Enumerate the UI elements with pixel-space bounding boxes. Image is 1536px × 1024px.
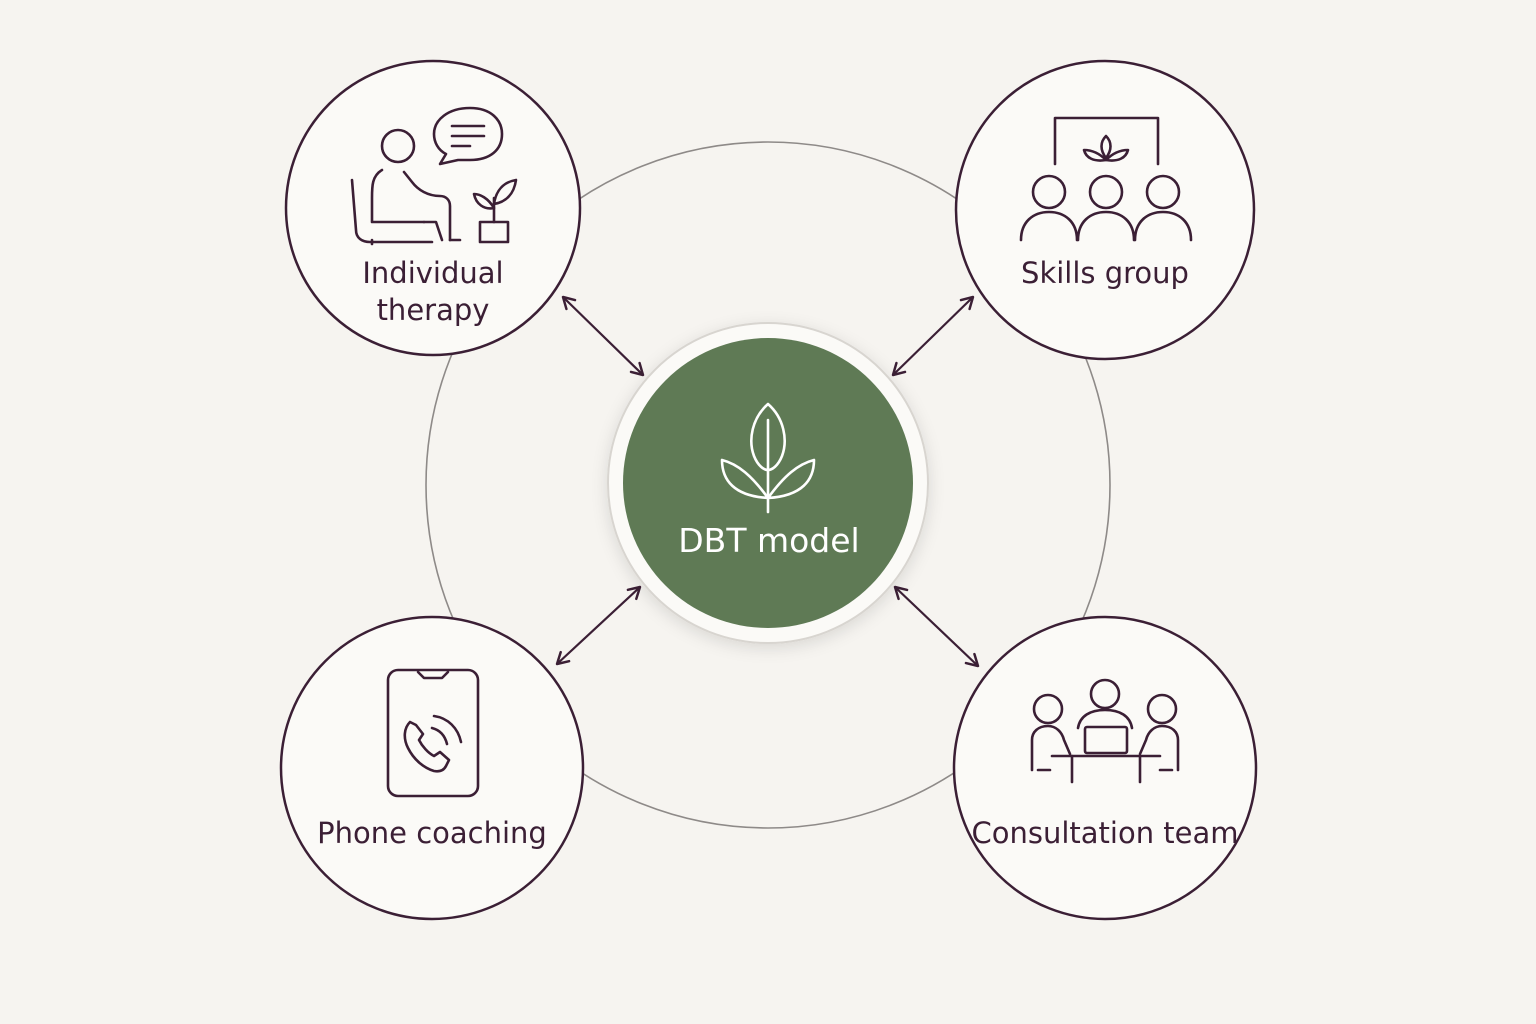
label-individual-therapy: Individual therapy (362, 256, 504, 327)
label-consultation-team: Consultation team (971, 816, 1239, 850)
arrow-individual-center (561, 295, 645, 377)
node-individual-therapy (284, 59, 582, 357)
arrow-consultation-center (893, 585, 980, 668)
arrow-skills-center (891, 295, 975, 377)
center-label: DBT model (678, 521, 860, 560)
therapy-session-icon (350, 106, 518, 246)
label-phone-coaching: Phone coaching (317, 816, 547, 850)
sprout-icon (720, 402, 816, 514)
phone-call-icon (386, 668, 480, 798)
node-phone-coaching (279, 615, 585, 921)
team-meeting-icon (1030, 678, 1180, 784)
label-skills-group: Skills group (1021, 256, 1189, 290)
node-consultation-team (952, 615, 1258, 921)
node-skills-group (954, 59, 1256, 361)
group-presentation-icon (1019, 116, 1193, 242)
orbit-ring (425, 141, 1111, 829)
arrow-phone-center (555, 585, 642, 666)
